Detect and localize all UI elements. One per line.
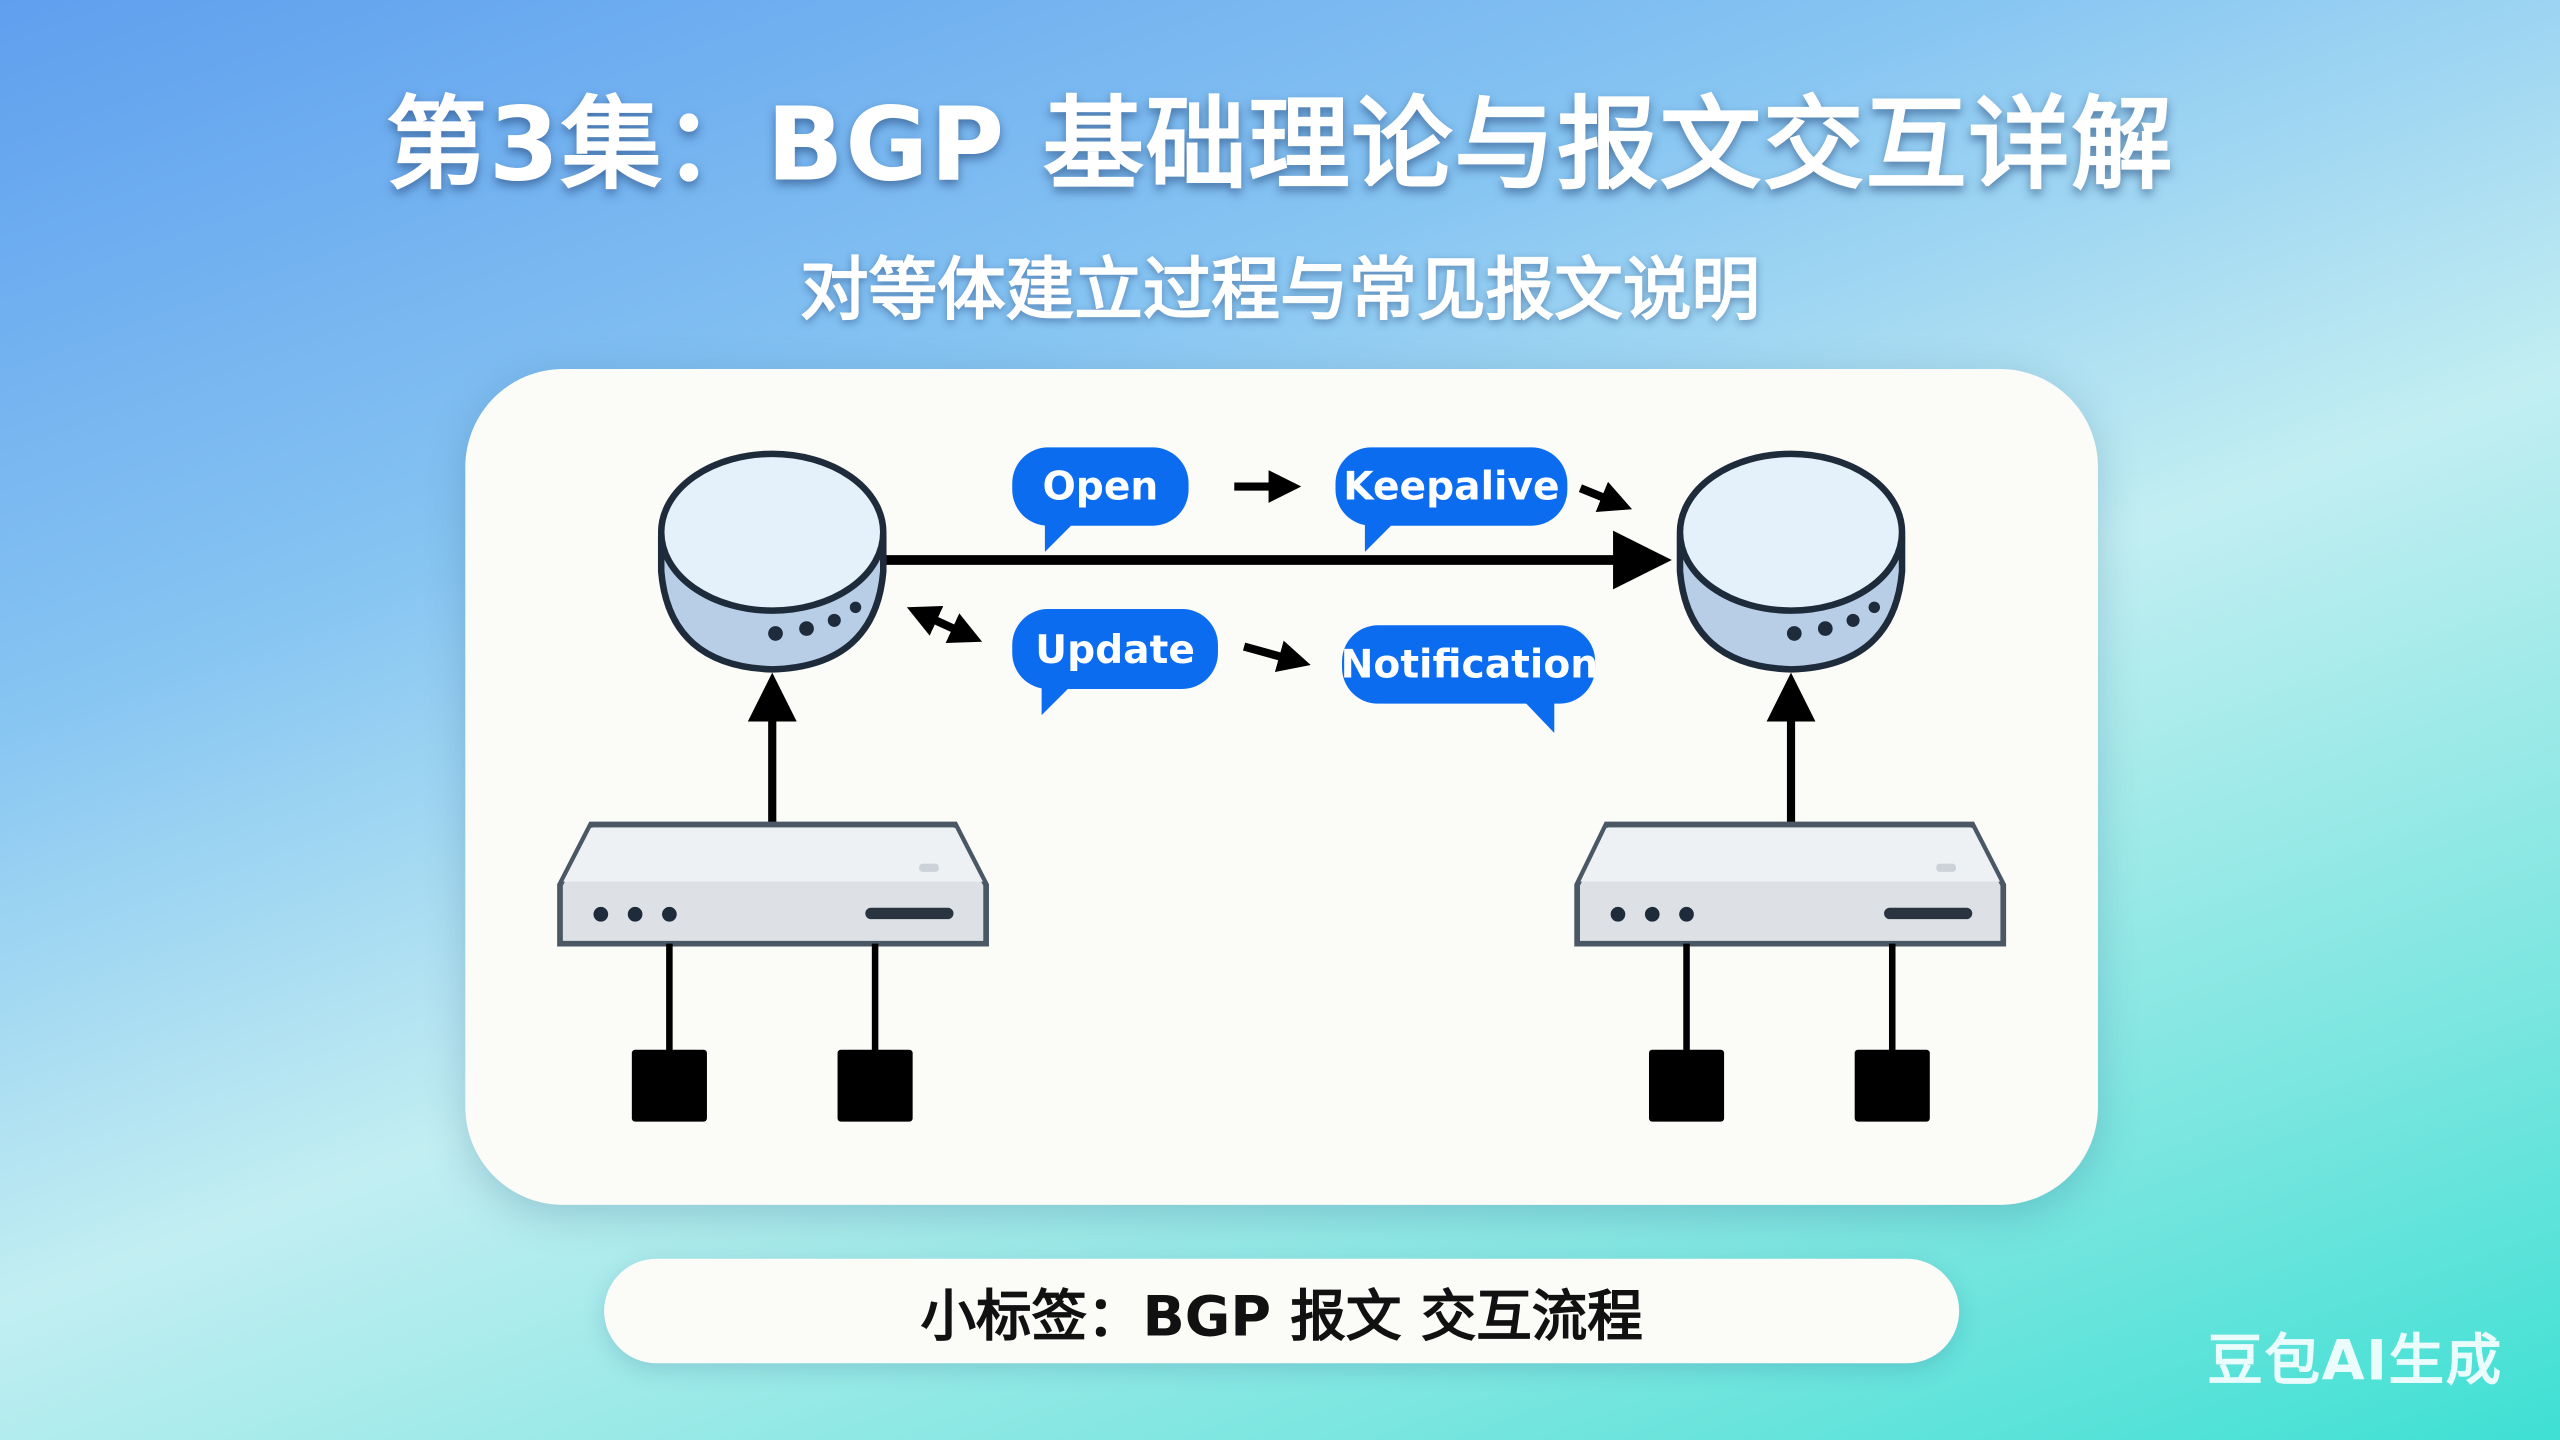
router-right-icon [1676,450,1906,673]
host-left-1 [631,943,707,1122]
tag-label-text: 小标签：BGP 报文 交互流程 [920,1284,1643,1350]
host-right-2 [1854,943,1930,1122]
arrow-update-to-notification [1242,640,1311,673]
message-bubble-open: Open [1012,447,1189,552]
open-label: Open [1043,465,1159,510]
tag-label: 小标签：BGP 报文 交互流程 [604,1258,1960,1364]
keepalive-label: Keepalive [1343,465,1559,510]
page-subtitle: 对等体建立过程与常见报文说明 [799,249,1760,330]
arrow-keepalive-to-router [1578,481,1633,513]
switch-right-icon [1574,821,2007,947]
host-left-2 [837,943,913,1122]
page-title: 第3集：BGP 基础理论与报文交互详解 [385,84,2175,205]
router-left-icon [657,450,887,673]
host-right-1 [1648,943,1725,1122]
notification-label: Notification [1341,643,1599,688]
message-bubble-keepalive: Keepalive [1335,447,1568,552]
switch-left-icon [557,821,989,947]
update-label: Update [1035,628,1195,673]
watermark: 豆包AI生成 [2207,1328,2503,1395]
arrow-router-update-bidirectional [906,606,983,643]
message-bubble-update: Update [1012,608,1218,716]
message-bubble-notification: Notification [1341,625,1599,734]
